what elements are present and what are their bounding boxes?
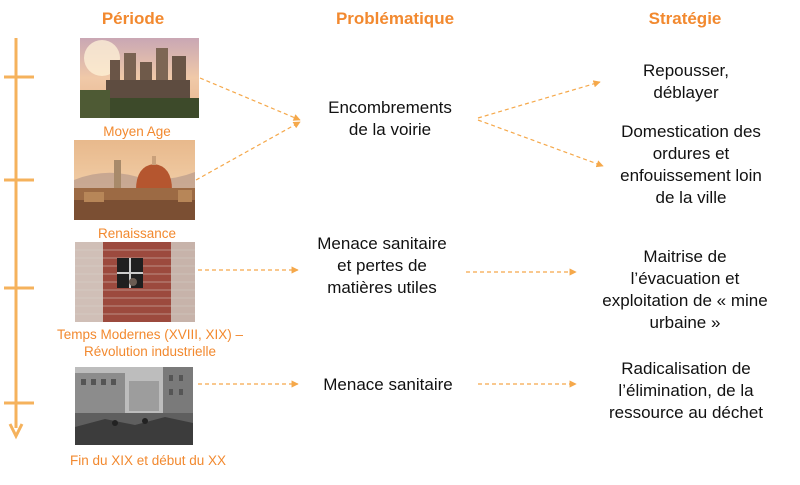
arrow-renaissance-to-problem1 <box>195 121 301 181</box>
timeline-arrowhead <box>8 423 24 440</box>
period-label-moyen-age: Moyen Age <box>103 124 171 139</box>
strategy-line: Maitrise de <box>643 247 727 266</box>
strategy-line: l’évacuation et <box>630 269 740 288</box>
strategy-line: déblayer <box>653 83 719 102</box>
strategy-line: enfouissement loin <box>620 166 762 185</box>
strategy-domestication: Domestication des ordures et enfouisseme… <box>620 121 762 209</box>
strategy-maitrise: Maitrise de l’évacuation et exploitation… <box>602 246 767 334</box>
period-label-temps-modernes-line1: Temps Modernes (XVIII, XIX) – <box>56 327 244 342</box>
castle-photo <box>80 38 199 118</box>
header-problematique: Problématique <box>335 9 455 28</box>
strategy-line: Domestication des <box>621 122 761 141</box>
period-label-temps-modernes-line2: Révolution industrielle <box>83 344 217 359</box>
strategy-repousser: Repousser, déblayer <box>643 60 729 104</box>
problem-menace-pertes: Menace sanitaire et pertes de matières u… <box>317 233 446 299</box>
brick-wall-window-photo <box>75 242 195 322</box>
strategy-line: exploitation de « mine <box>602 291 768 310</box>
strategy-line: urbaine » <box>649 313 721 332</box>
problem-line: de la voirie <box>348 120 432 139</box>
problem-line: Menace sanitaire <box>323 375 453 394</box>
header-periode: Période <box>101 9 165 28</box>
strategy-line: ressource au déchet <box>608 403 764 422</box>
period-label-fin-xix: Fin du XIX et début du XX <box>69 453 227 468</box>
strategy-radicalisation: Radicalisation de l’élimination, de la r… <box>609 358 763 424</box>
period-label-renaissance: Renaissance <box>97 226 177 241</box>
arrow-problem1-to-strategy1 <box>477 80 601 119</box>
problem-line: matières utiles <box>327 278 437 297</box>
strategy-line: l’élimination, de la <box>618 381 754 400</box>
problem-line: et pertes de <box>337 256 427 275</box>
arrow-moyen-age-to-problem1 <box>199 77 301 121</box>
problem-line: Encombrements <box>328 98 452 117</box>
strategy-line: ordures et <box>652 144 730 163</box>
old-street-photo <box>75 367 193 445</box>
florence-cathedral-photo <box>74 140 195 220</box>
strategy-line: de la ville <box>655 188 727 207</box>
problem-line: Menace sanitaire <box>317 234 447 253</box>
header-strategie: Stratégie <box>648 9 722 28</box>
problem-encombrements: Encombrements de la voirie <box>328 97 452 141</box>
arrow-problem1-to-strategy2 <box>477 119 604 168</box>
strategy-line: Radicalisation de <box>621 359 751 378</box>
problem-menace-sanitaire: Menace sanitaire <box>323 374 452 396</box>
strategy-line: Repousser, <box>643 61 729 80</box>
